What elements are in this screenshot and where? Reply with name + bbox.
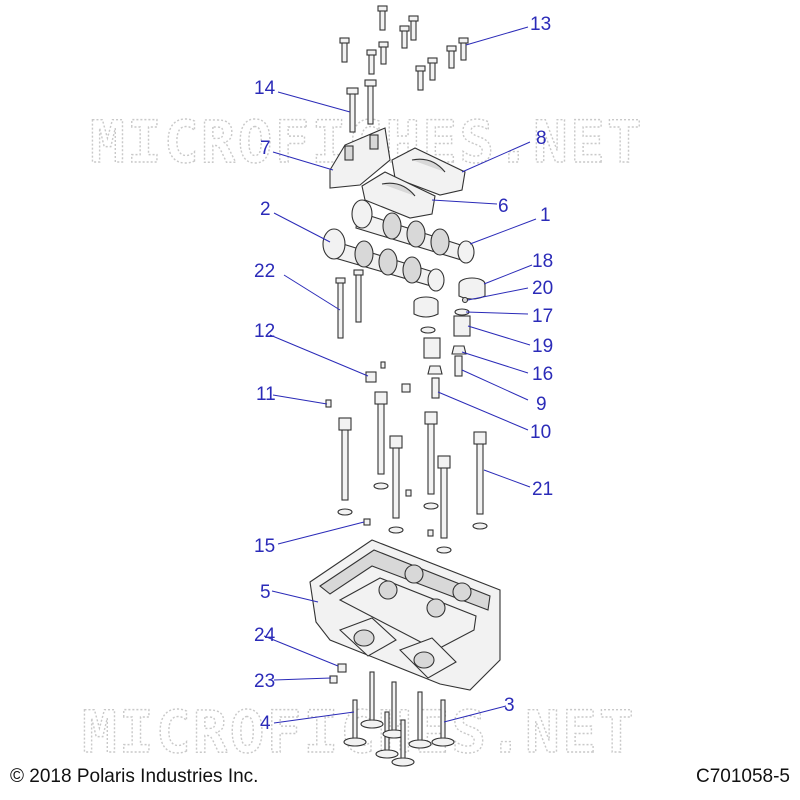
diagram-id: C701058-5 [695,766,790,787]
callout-9: 9 [536,394,547,415]
cam-cap-lower [361,171,436,219]
callout-12: 12 [254,321,275,342]
camshaft-lower [322,228,445,292]
callout-10: 10 [530,422,551,443]
valves [343,671,455,767]
watermark-bottom: MICROFICHES.NET [82,698,636,766]
callout-11: 11 [256,384,276,405]
callout-24: 24 [254,625,276,646]
copyright-text: © 2018 Polaris Industries Inc. [10,766,259,787]
head-bolts [337,391,488,554]
callout-4: 4 [260,713,271,734]
callout-16: 16 [532,364,553,385]
callout-8: 8 [536,128,547,149]
callout-1: 1 [540,205,551,226]
camshaft-upper [351,199,475,264]
callout-5: 5 [260,582,271,603]
callout-13: 13 [530,14,551,35]
cam-cap-left [329,127,391,189]
callout-23: 23 [254,671,275,692]
callout-22: 22 [254,261,275,282]
valve-train [413,277,486,399]
callout-7: 7 [260,138,271,159]
callout-2: 2 [260,199,271,220]
callout-19: 19 [532,336,553,357]
callout-15: 15 [254,536,275,557]
callout-17: 17 [532,306,553,327]
small-fittings [325,361,411,526]
callout-21: 21 [532,479,553,500]
callout-18: 18 [532,251,553,272]
leader-lines [263,26,537,724]
callout-numbers: 13 14 7 8 6 1 2 22 18 20 17 19 12 16 9 1… [254,14,553,734]
cylinder-head [309,539,501,691]
small-bolts-group [339,5,469,133]
plug-fittings [329,663,347,684]
callout-3: 3 [504,695,515,716]
callout-20: 20 [532,278,553,299]
long-studs [335,269,364,339]
callout-14: 14 [254,78,276,99]
callout-6: 6 [498,196,509,217]
